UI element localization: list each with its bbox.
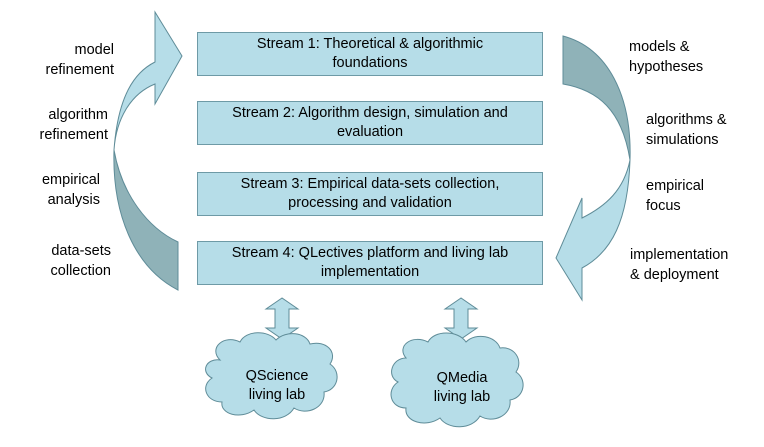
left-arrow-dark-body xyxy=(113,149,179,291)
left-label-data-sets-collection: data-sets collection xyxy=(50,243,111,279)
stream-2-box: Stream 2: Algorithm design, simulation a… xyxy=(197,101,543,145)
right-arrow-light-body xyxy=(555,159,631,302)
stream-3-line-2: processing and validation xyxy=(288,195,452,211)
right-label-empirical-focus: empirical focus xyxy=(646,178,705,214)
stream-2-line-1: Stream 2: Algorithm design, simulation a… xyxy=(232,105,508,121)
stream-3-line-1: Stream 3: Empirical data-sets collection… xyxy=(240,176,500,192)
cloud-qscience-shape xyxy=(205,332,338,420)
stream-4-line-2: implementation xyxy=(320,264,420,280)
cloud-qscience-label: QScience living lab xyxy=(245,368,309,403)
stream-3-box: Stream 3: Empirical data-sets collection… xyxy=(197,172,543,216)
stream-4-box: Stream 4: QLectives platform and living … xyxy=(197,241,543,285)
stream-4-line-1: Stream 4: QLectives platform and living … xyxy=(231,245,509,261)
cloud-qmedia-shape xyxy=(390,332,524,428)
stream-2-line-2: evaluation xyxy=(336,124,404,140)
stream-1-box: Stream 1: Theoretical & algorithmic found… xyxy=(197,32,543,76)
left-label-algorithm-refinement: algorithm refinement xyxy=(39,107,108,143)
right-label-algorithms-simulations: algorithms & simulations xyxy=(646,112,727,148)
right-arrow-dark-body xyxy=(562,35,631,161)
left-arrow-light-body xyxy=(113,10,183,151)
stream-1-line-2: foundations xyxy=(332,55,408,71)
right-label-implementation-deployment: implementation & deployment xyxy=(630,247,729,283)
cloud-qmedia-label: QMedia living lab xyxy=(433,370,491,405)
left-label-empirical-analysis: empirical analysis xyxy=(41,172,100,208)
right-label-models-hypotheses: models & hypotheses xyxy=(629,39,704,75)
left-label-model-refinement: model refinement xyxy=(45,42,114,78)
stream-1-line-1: Stream 1: Theoretical & algorithmic xyxy=(256,36,484,52)
